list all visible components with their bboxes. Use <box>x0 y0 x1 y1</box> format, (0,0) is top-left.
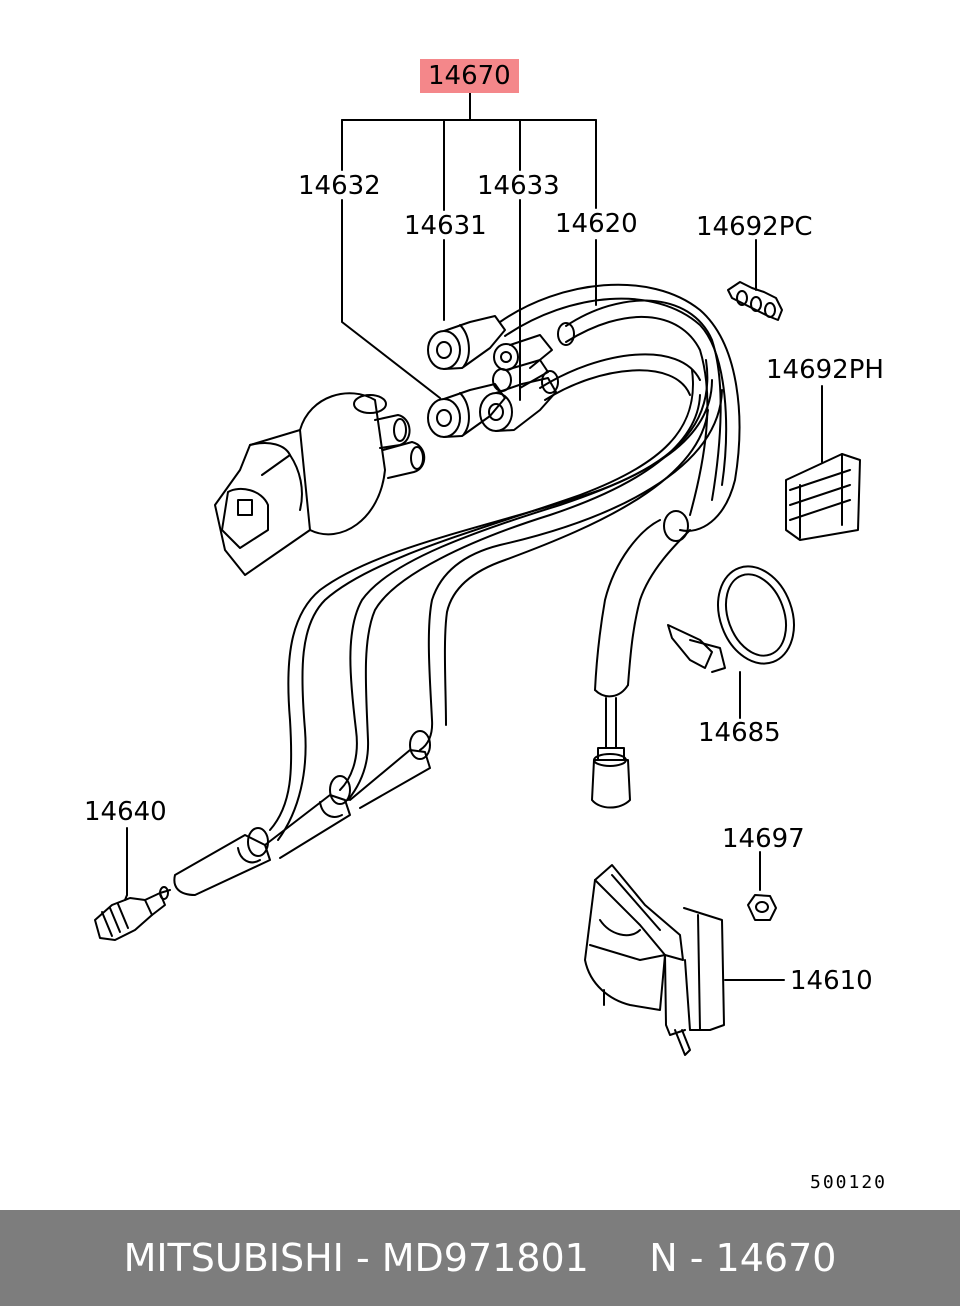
clip-pc <box>727 281 783 321</box>
footer-bar: MITSUBISHI - MD971801 N - 14670 <box>0 1210 960 1306</box>
spark-plug <box>94 886 171 941</box>
nut <box>747 894 777 921</box>
ignition-coil <box>584 864 725 1056</box>
plug-boots <box>173 730 431 896</box>
distributor-cap <box>214 392 426 576</box>
clip-ph <box>785 453 861 541</box>
label-14610: 14610 <box>790 966 873 996</box>
leader-lines <box>126 92 823 981</box>
label-14670: 14670 <box>420 59 519 93</box>
label-14633: 14633 <box>477 171 560 201</box>
diagram-code: 500120 <box>810 1172 888 1193</box>
label-14632: 14632 <box>298 171 381 201</box>
parts-diagram: 14670 14632 14631 14633 14620 14692PC 14… <box>84 59 888 1193</box>
ignition-cables <box>269 283 741 841</box>
label-14692ph: 14692PH <box>766 355 884 385</box>
cable-band <box>667 565 795 673</box>
label-14685: 14685 <box>698 718 781 748</box>
label-14631: 14631 <box>404 211 487 241</box>
cable-boots <box>427 315 575 438</box>
label-14620: 14620 <box>555 209 638 239</box>
footer-part-info: MITSUBISHI - MD971801 N - 14670 <box>123 1236 837 1280</box>
parts-diagram-drawing <box>94 92 861 1056</box>
label-14692pc: 14692PC <box>696 212 813 242</box>
label-14640: 14640 <box>84 797 167 827</box>
label-14697: 14697 <box>722 824 805 854</box>
